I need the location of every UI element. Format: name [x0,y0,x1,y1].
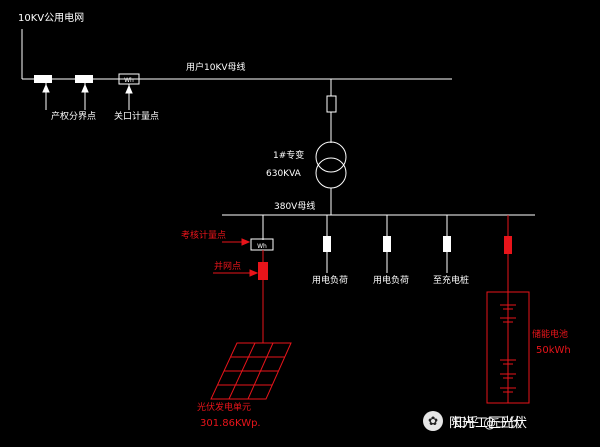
load2-label: 用电负荷 [373,276,410,286]
charging-label: 至充电桩 [433,276,470,286]
storage-name-label: 储能电池 [532,330,569,340]
red-arrows [213,238,259,277]
hv-line [21,29,452,80]
pv-capacity-label: 301.86KWp. [200,418,261,429]
assessment-meter-label: 考核计量点 [181,231,227,241]
transformer-branch [315,79,347,215]
grid-label: 10KV公用电网 [18,13,85,24]
transformer-name-label: 1#专变 [273,151,305,161]
assessment-meter-symbol: Wh [257,243,267,250]
transformer-rating-label: 630KVA [266,169,301,179]
user-bus-label: 用户10KV母线 [186,63,246,73]
watermark-text: 阳光工匠光伏 [449,415,528,431]
watermark-overlay: 知乎 @王伏 [453,415,523,431]
pv-feeder: Wh [250,215,274,343]
gateway-meter-symbol: Wh [124,77,134,84]
watermark: ✿ 阳光工匠光伏 知乎 @王伏 [423,406,527,436]
wechat-icon: ✿ [423,411,443,431]
pv-name-label: 光伏发电单元 [197,403,252,413]
load1-label: 用电负荷 [312,276,349,286]
assessment-meter-box [250,238,274,251]
grid-breaker [34,75,52,83]
grid-connection-label: 并网点 [214,262,242,272]
gateway-meter-label: 关口计量点 [114,112,160,122]
load-feeder-1 [323,215,331,273]
charging-feeder [443,215,451,273]
property-boundary-label: 产权分界点 [51,112,97,122]
load-feeder-2 [383,215,391,273]
boundary-breaker [75,75,93,83]
storage-capacity-label: 50kWh [536,345,571,356]
storage-feeder [486,215,530,404]
lv-bus-label: 380V母线 [274,202,316,212]
hv-arrows [42,83,133,110]
pv-panel [210,342,292,400]
grid-connection-breaker [258,262,268,280]
